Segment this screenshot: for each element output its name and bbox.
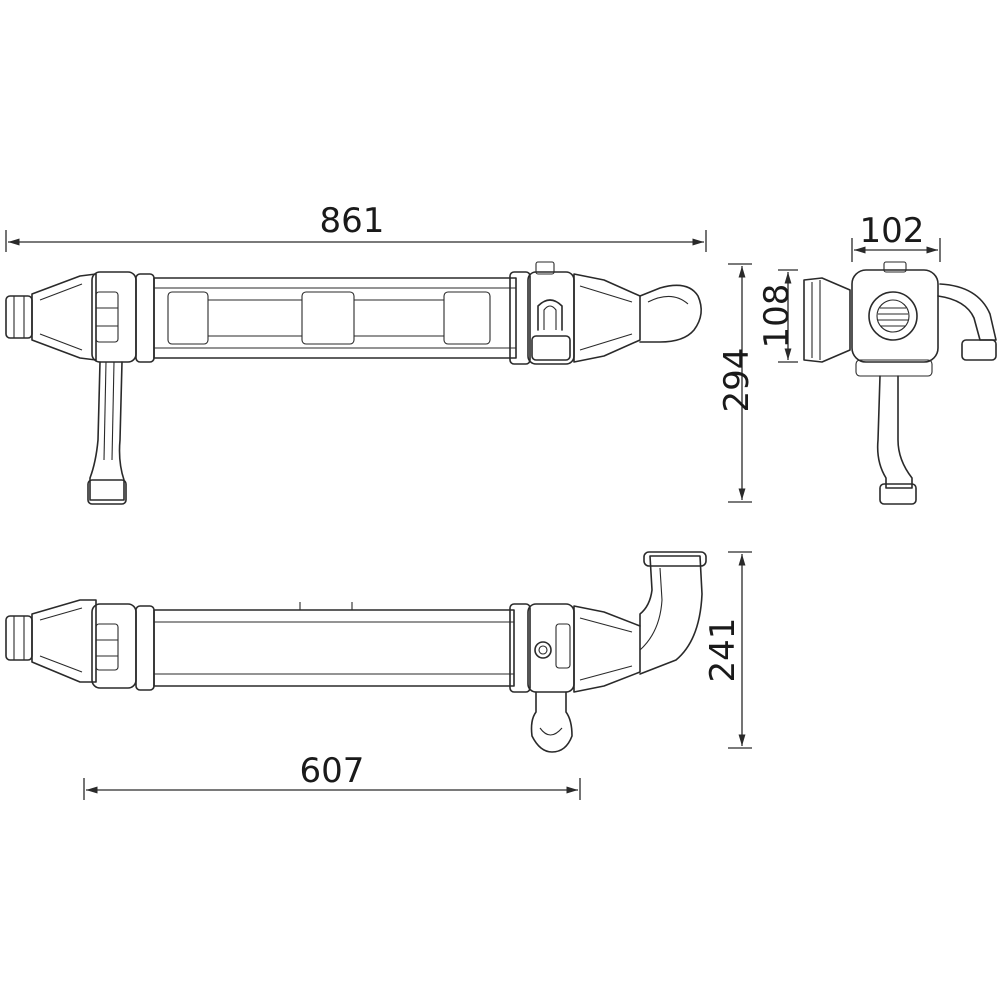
dimension-overall-height: 294: [717, 263, 757, 503]
dimension-label-side-width: 102: [860, 211, 925, 251]
dimension-lower-height: 241: [703, 551, 752, 749]
dimension-overall-length: 861: [5, 201, 707, 252]
dimension-label-overall-length: 861: [320, 201, 385, 241]
dimension-label-side-height: 108: [757, 284, 797, 349]
dimension-side-width: 102: [851, 211, 941, 262]
side-view-cooler: [803, 261, 997, 505]
bottom-view-cooler: [5, 551, 707, 753]
dimension-lower-length: 607: [83, 751, 581, 800]
top-view-cooler: [5, 261, 702, 505]
dimension-label-lower-height: 241: [703, 618, 743, 683]
dimension-side-height: 108: [757, 269, 798, 363]
dimension-label-lower-length: 607: [300, 751, 365, 791]
dimension-label-overall-height: 294: [717, 348, 757, 413]
